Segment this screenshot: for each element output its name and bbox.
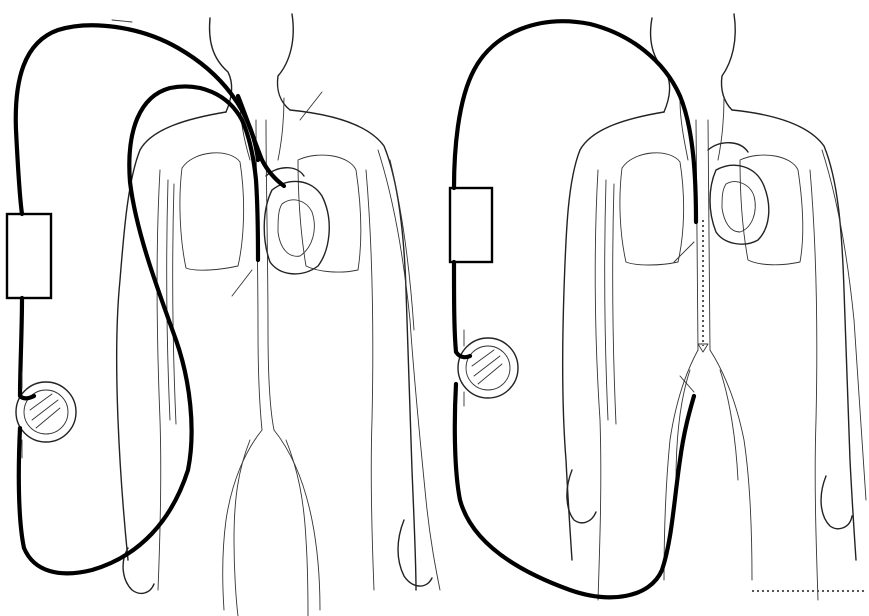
left-panel <box>7 14 440 616</box>
right-circuit-tubing-to-coil <box>454 262 470 357</box>
left-circuit-tubing-from-coil <box>19 86 258 573</box>
right-circuit-tubing-bottom <box>455 384 694 597</box>
left-oxygenator-box <box>7 214 51 298</box>
right-body-outline <box>563 14 866 600</box>
right-panel <box>450 14 866 600</box>
right-oxygenator-box <box>450 188 492 262</box>
left-pump-coil <box>16 382 76 442</box>
right-pump-coil <box>458 338 518 398</box>
